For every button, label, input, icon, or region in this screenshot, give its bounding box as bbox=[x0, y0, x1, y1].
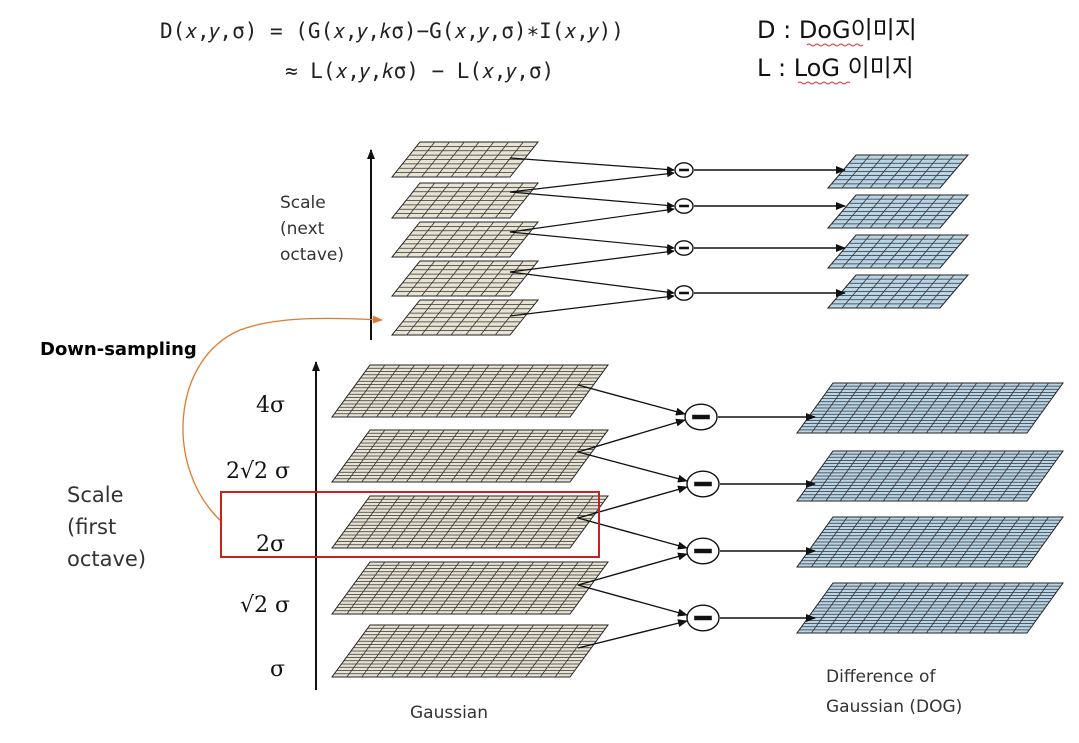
first-octave-gaussian-layer bbox=[331, 495, 609, 549]
arrow bbox=[509, 271, 675, 296]
equation-line-1: D(𝑥,𝑦,σ) = (G(𝑥,𝑦,𝑘σ)−G(𝑥,𝑦,σ)∗I(𝑥,𝑦)) bbox=[160, 19, 624, 43]
arrow bbox=[509, 157, 675, 173]
down-sampling-label: Down-sampling bbox=[40, 339, 197, 360]
first-octave-dog-layer bbox=[796, 450, 1064, 502]
scale-label-sigma: σ bbox=[270, 657, 285, 682]
minus-operator bbox=[684, 403, 718, 431]
next-octave-dog-stack bbox=[826, 154, 970, 309]
arrow bbox=[577, 384, 686, 416]
arrow bbox=[509, 293, 675, 317]
minus-operator bbox=[674, 162, 694, 178]
subtraction-operators bbox=[674, 162, 720, 632]
next-octave-gaussian-layer bbox=[390, 221, 540, 258]
first-octave-dog-layer bbox=[796, 516, 1064, 568]
gaussian-label: Gaussian bbox=[410, 703, 488, 723]
arrow bbox=[509, 231, 675, 251]
scale-label-root2sigma: √2 σ bbox=[240, 593, 290, 618]
first-octave-dog-stack bbox=[796, 382, 1064, 634]
next-octave-gaussian-layer bbox=[390, 141, 540, 178]
next-octave-axis-label: Scale (next octave) bbox=[280, 193, 344, 265]
legend-l: L : LoG 이미지 bbox=[757, 54, 914, 82]
next-octave-dog-layer bbox=[826, 274, 970, 309]
arrow bbox=[509, 206, 675, 233]
spellcheck-underline-l bbox=[797, 81, 851, 85]
arrow bbox=[509, 191, 675, 209]
arrow bbox=[509, 248, 675, 273]
arrow bbox=[577, 485, 688, 519]
arrow bbox=[577, 451, 688, 483]
first-octave-dog-layer bbox=[796, 582, 1064, 634]
minus-operator bbox=[686, 604, 720, 632]
arrow bbox=[577, 552, 688, 586]
scale-label-2root2sigma: 2√2 σ bbox=[226, 459, 290, 484]
arrow bbox=[577, 584, 688, 617]
next-octave-dog-layer bbox=[826, 194, 970, 229]
minus-operator bbox=[674, 240, 694, 256]
first-octave-gaussian-layer bbox=[331, 429, 609, 483]
arrow bbox=[577, 619, 688, 649]
equation-line-2: ≈ L(𝑥,𝑦,𝑘σ) − L(𝑥,𝑦,σ) bbox=[285, 59, 554, 83]
legend-d: D : DoG이미지 bbox=[757, 16, 917, 44]
first-octave-gaussian-layer bbox=[331, 561, 609, 615]
next-octave-gaussian-stack bbox=[390, 141, 540, 336]
dog-label: Difference of Gaussian (DOG) bbox=[826, 667, 962, 717]
subtraction-arrows bbox=[509, 157, 846, 649]
next-octave-dog-layer bbox=[826, 234, 970, 269]
minus-operator bbox=[686, 470, 720, 498]
next-octave-gaussian-layer bbox=[390, 182, 540, 219]
next-octave-dog-layer bbox=[826, 154, 970, 189]
first-octave-gaussian-layer bbox=[331, 624, 609, 678]
first-octave-dog-layer bbox=[796, 382, 1064, 434]
arrow bbox=[577, 418, 686, 453]
next-octave-gaussian-layer bbox=[390, 260, 540, 297]
arrow bbox=[577, 517, 688, 550]
scale-label-2sigma: 2σ bbox=[256, 532, 285, 557]
arrow bbox=[509, 170, 675, 193]
minus-operator bbox=[674, 285, 694, 301]
highlight-box-2sigma bbox=[220, 491, 600, 558]
minus-operator bbox=[674, 198, 694, 214]
spellcheck-underline-d bbox=[806, 43, 864, 47]
first-octave-gaussian-layer bbox=[331, 364, 609, 418]
down-sampling-curve bbox=[182, 315, 383, 523]
next-octave-gaussian-layer bbox=[390, 299, 540, 336]
scale-label-4sigma: 4σ bbox=[256, 393, 285, 418]
first-octave-gaussian-stack bbox=[331, 364, 609, 678]
first-octave-axis-label: Scale (first octave) bbox=[67, 483, 146, 571]
minus-operator bbox=[686, 537, 720, 565]
